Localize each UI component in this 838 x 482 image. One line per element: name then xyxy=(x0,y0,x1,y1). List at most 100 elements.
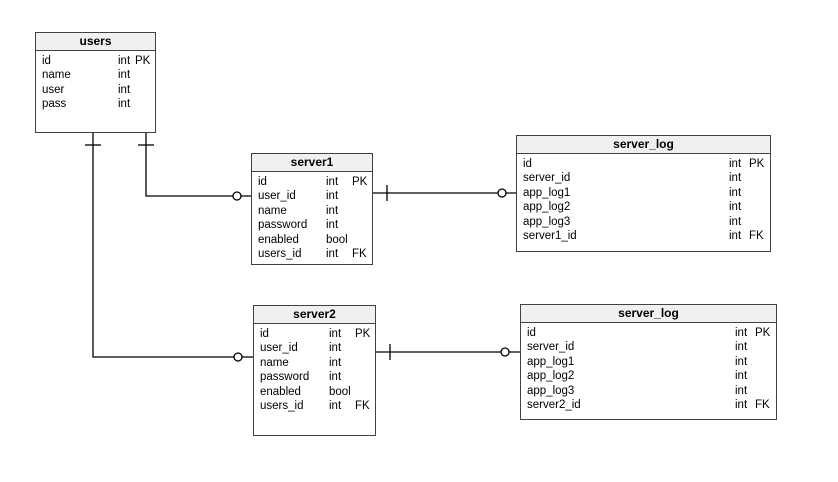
table-row: enabled bool xyxy=(254,385,375,399)
field-type: int xyxy=(735,370,748,383)
field-key xyxy=(755,340,770,354)
circle-terminator xyxy=(497,188,507,198)
field-key xyxy=(749,171,764,185)
entity-title: server_log xyxy=(618,306,679,320)
field-name: user_id xyxy=(258,190,296,203)
field-name: name xyxy=(260,356,289,369)
field-name: id xyxy=(260,328,269,340)
field-type: int xyxy=(329,328,342,340)
table-row: id int PK xyxy=(254,327,375,341)
entity-body: id int PK server_id int app_log1 int app… xyxy=(517,154,770,243)
field-name: user_id xyxy=(260,342,298,355)
field-type: int xyxy=(729,186,742,199)
table-row: app_log2 int xyxy=(521,369,776,383)
field-key: PK xyxy=(749,158,765,170)
relationship-users-server1[interactable] xyxy=(138,133,251,201)
entity-server-log-2[interactable]: server_log id int PK server_id int app_l… xyxy=(520,304,777,420)
field-name: app_log3 xyxy=(527,384,575,397)
field-key xyxy=(355,385,369,399)
field-key xyxy=(352,233,366,247)
field-key xyxy=(352,218,366,232)
field-type: int xyxy=(735,384,748,397)
field-name: name xyxy=(258,204,287,217)
field-key xyxy=(749,200,764,214)
field-key: PK xyxy=(755,327,771,339)
entity-body: id int PK server_id int app_log1 int app… xyxy=(521,323,776,412)
entity-body: id int PK user_id int name int password … xyxy=(254,324,375,413)
entity-header: server1 xyxy=(252,154,372,172)
entity-header: server_log xyxy=(517,136,770,154)
table-row: app_log3 int xyxy=(521,384,776,398)
field-type: int xyxy=(329,356,342,369)
circle-terminator xyxy=(232,191,242,201)
field-name: app_log2 xyxy=(527,370,575,383)
table-row: name int xyxy=(254,356,375,370)
table-row: app_log1 int xyxy=(521,355,776,369)
entity-users[interactable]: users id int PK name int user int pass i… xyxy=(35,32,156,133)
entity-server-log-1[interactable]: server_log id int PK server_id int app_l… xyxy=(516,135,771,252)
field-key xyxy=(135,83,149,97)
entity-title: server1 xyxy=(290,155,334,169)
field-name: name xyxy=(42,69,71,82)
field-type: int xyxy=(729,172,742,185)
field-key xyxy=(749,186,764,200)
relationship-server2-serverlog[interactable] xyxy=(376,344,520,360)
field-type: int xyxy=(729,230,742,243)
entity-server2[interactable]: server2 id int PK user_id int name int p… xyxy=(253,305,376,436)
table-row: name int xyxy=(252,204,372,218)
field-type: int xyxy=(329,342,342,355)
field-type: int xyxy=(118,55,131,67)
table-row: app_log2 int xyxy=(517,200,770,214)
entity-title: server_log xyxy=(613,137,674,151)
table-row: server1_id int FK xyxy=(517,229,770,243)
relationship-users-server2[interactable] xyxy=(85,133,253,362)
field-type: int xyxy=(118,69,131,82)
field-name: server_id xyxy=(523,172,571,185)
field-name: app_log1 xyxy=(523,186,571,199)
field-key xyxy=(755,355,770,369)
field-type: int xyxy=(326,176,339,188)
field-name: server1_id xyxy=(523,230,577,243)
field-type: int xyxy=(729,215,742,228)
field-type: int xyxy=(118,83,131,96)
field-name: server2_id xyxy=(527,399,581,412)
field-name: password xyxy=(258,219,308,232)
field-key xyxy=(135,68,149,82)
table-row: name int xyxy=(36,68,155,82)
field-name: app_log3 xyxy=(523,215,571,228)
table-row: server_id int xyxy=(517,171,770,185)
field-key: FK xyxy=(355,400,370,413)
table-row: pass int xyxy=(36,97,155,111)
field-name: password xyxy=(260,371,310,384)
field-key xyxy=(352,204,366,218)
table-row: id int PK xyxy=(521,326,776,340)
entity-server1[interactable]: server1 id int PK user_id int name int p… xyxy=(251,153,373,265)
field-type: int xyxy=(329,371,342,384)
field-key: FK xyxy=(352,248,367,261)
field-key: PK xyxy=(135,55,151,67)
table-row: users_id int FK xyxy=(254,399,375,413)
table-row: server_id int xyxy=(521,340,776,354)
field-type: int xyxy=(735,355,748,368)
field-type: int xyxy=(735,341,748,354)
field-name: id xyxy=(527,327,536,339)
field-type: int xyxy=(329,400,342,413)
table-row: user_id int xyxy=(252,189,372,203)
field-type: int xyxy=(326,248,339,261)
relationship-server1-serverlog[interactable] xyxy=(373,185,516,201)
entity-header: server2 xyxy=(254,306,375,324)
table-row: password int xyxy=(252,218,372,232)
field-key xyxy=(352,189,366,203)
field-key: FK xyxy=(755,399,770,412)
field-type: bool xyxy=(329,385,351,398)
table-row: id int PK xyxy=(252,175,372,189)
field-key xyxy=(755,369,770,383)
circle-terminator xyxy=(233,352,243,362)
field-key xyxy=(355,356,369,370)
field-key xyxy=(755,384,770,398)
field-type: int xyxy=(326,219,339,232)
entity-body: id int PK user_id int name int password … xyxy=(252,172,372,261)
entity-header: server_log xyxy=(521,305,776,323)
field-key xyxy=(135,97,149,111)
entity-title: server2 xyxy=(293,307,336,321)
